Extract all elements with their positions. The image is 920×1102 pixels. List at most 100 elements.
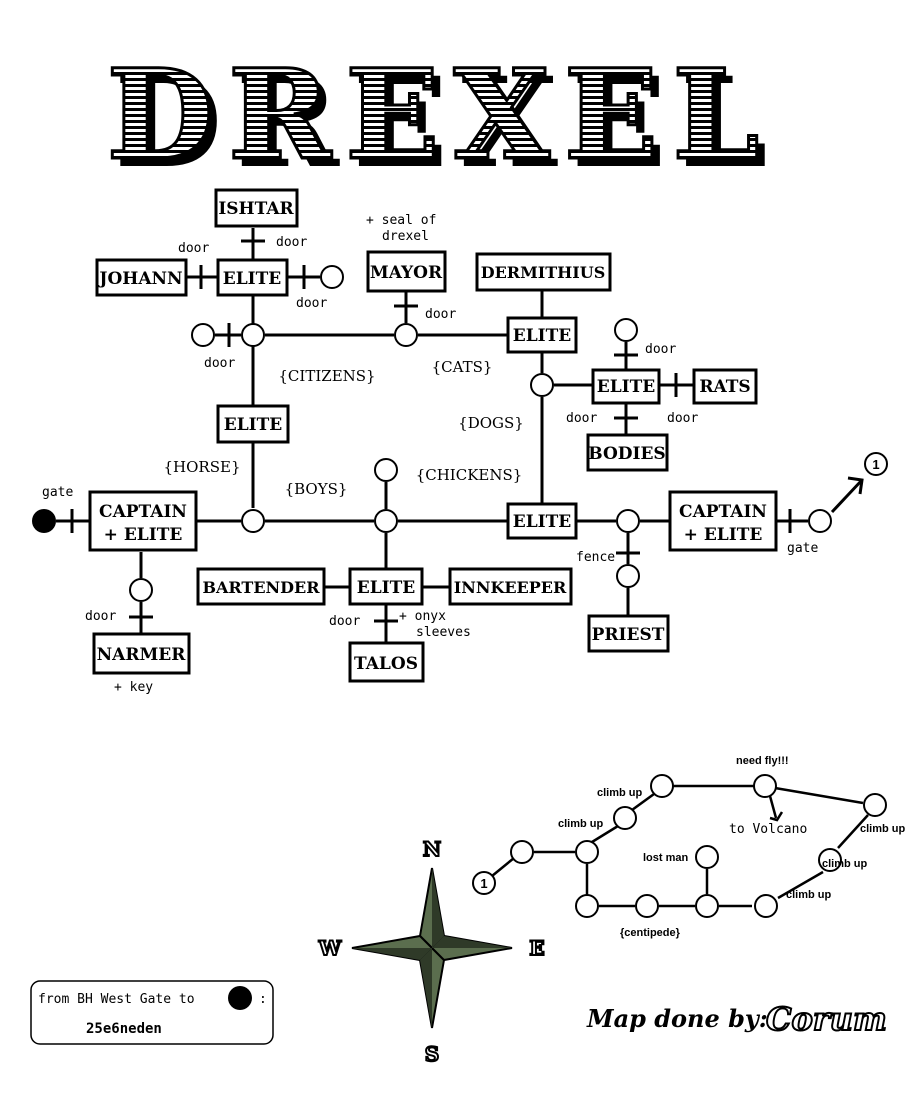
- exit-1-marker: [864, 452, 888, 476]
- exit-1-label: 1: [872, 457, 879, 472]
- junction-node: [394, 323, 418, 347]
- room-dermithius-box: [475, 252, 612, 292]
- room-talos: TALOS: [354, 654, 418, 674]
- room-elite-nw-box: [216, 258, 289, 297]
- label-key: + key: [114, 680, 153, 695]
- junction-node: [129, 578, 153, 602]
- area-cats: {CATS}: [432, 358, 493, 376]
- volcano-arrow-icon: [769, 811, 784, 822]
- door-ticks: [70, 239, 792, 623]
- exit-arrow-icon: [847, 476, 864, 495]
- room-captain-e-line2: + ELITE: [684, 525, 763, 545]
- room-bodies-box: [586, 433, 669, 472]
- room-captain-w-line2: + ELITE: [104, 525, 183, 545]
- label-climb-up: climb up: [860, 823, 906, 835]
- room-elite-n-box: [506, 316, 578, 354]
- path-node: [575, 894, 599, 918]
- compass-e: E: [529, 936, 544, 960]
- compass-s: S: [425, 1042, 439, 1066]
- path-node: [818, 848, 842, 872]
- volcano-path-nodes: [472, 774, 887, 918]
- west-gate-marker: [32, 509, 56, 533]
- room-rats: RATS: [699, 377, 750, 397]
- route-legend-box: [30, 980, 274, 1045]
- room-captain-w-line1: CAPTAIN: [99, 502, 187, 522]
- label-onyx-line2: sleeves: [416, 625, 471, 640]
- label-door: door: [566, 411, 597, 426]
- label-seal-line1: + seal of: [366, 213, 436, 228]
- room-boxes: [88, 188, 778, 683]
- label-onyx-line1: + onyx: [399, 609, 446, 624]
- path-start-label: 1: [480, 876, 487, 891]
- label-door: door: [296, 296, 327, 311]
- path-node: [613, 806, 637, 830]
- room-johann: JOHANN: [97, 269, 182, 289]
- room-bartender-box: [196, 567, 326, 606]
- label-door: door: [667, 411, 698, 426]
- room-elite-ne: ELITE: [597, 377, 656, 397]
- room-mayor: MAYOR: [370, 263, 443, 283]
- label-door: door: [329, 614, 360, 629]
- path-node: [650, 774, 674, 798]
- junction-node: [191, 323, 215, 347]
- junction-node: [241, 509, 265, 533]
- label-door: door: [204, 356, 235, 371]
- label-gate: gate: [42, 485, 73, 500]
- volcano-path-lines: [491, 784, 869, 908]
- room-elite-center-box: [506, 502, 578, 540]
- room-captain-w-box: [88, 490, 198, 552]
- junction-node: [320, 265, 344, 289]
- room-dermithius: DERMITHIUS: [481, 263, 606, 282]
- room-elite-nw: ELITE: [223, 269, 282, 289]
- junction-node: [374, 458, 398, 482]
- label-climb-up: climb up: [597, 787, 643, 799]
- room-priest: PRIEST: [592, 625, 665, 645]
- label-need-fly: need fly!!!: [736, 755, 789, 767]
- area-dogs: {DOGS}: [458, 414, 524, 432]
- area-chickens: {CHICKENS}: [416, 466, 523, 484]
- label-door: door: [276, 235, 307, 250]
- label-centipede: {centipede}: [620, 927, 681, 939]
- label-climb-up: climb up: [558, 818, 604, 830]
- room-talos-box: [348, 641, 425, 683]
- room-rats-box: [692, 368, 758, 405]
- path-node: [510, 840, 534, 864]
- compass-n: N: [423, 837, 441, 861]
- label-door: door: [425, 307, 456, 322]
- room-innkeeper: INNKEEPER: [454, 578, 567, 597]
- room-johann-box: [95, 258, 188, 297]
- path-start-node: [472, 871, 496, 895]
- junction-node: [808, 509, 832, 533]
- room-elite-n: ELITE: [513, 326, 572, 346]
- area-boys: {BOYS}: [285, 480, 348, 498]
- room-narmer: NARMER: [97, 645, 187, 665]
- route-legend-path: 25e6neden: [86, 1021, 162, 1037]
- credit-author: Corum: [766, 1000, 887, 1038]
- room-elite-w: ELITE: [224, 415, 283, 435]
- path-node: [695, 845, 719, 869]
- connections: [56, 228, 864, 643]
- junctions: [129, 265, 832, 602]
- junction-node: [614, 318, 638, 342]
- area-citizens: {CITIZENS}: [278, 367, 375, 385]
- junction-node: [241, 323, 265, 347]
- route-legend-marker: [228, 986, 252, 1010]
- room-elite-ne-box: [591, 368, 661, 405]
- junction-node: [530, 373, 554, 397]
- path-node: [753, 774, 777, 798]
- room-ishtar: ISHTAR: [218, 199, 294, 219]
- junction-node: [616, 509, 640, 533]
- room-captain-e-box: [668, 490, 778, 552]
- room-bartender: BARTENDER: [202, 578, 320, 597]
- junction-node: [616, 564, 640, 588]
- room-innkeeper-box: [448, 567, 573, 606]
- room-captain-e-line1: CAPTAIN: [679, 502, 767, 522]
- path-node: [863, 793, 887, 817]
- room-priest-box: [587, 614, 670, 653]
- compass-w: W: [318, 936, 342, 960]
- label-climb-up: climb up: [822, 858, 868, 870]
- label-to-volcano: to Volcano: [729, 822, 807, 837]
- room-elite-w-box: [216, 404, 290, 444]
- route-legend-label: from BH West Gate to: [38, 992, 195, 1007]
